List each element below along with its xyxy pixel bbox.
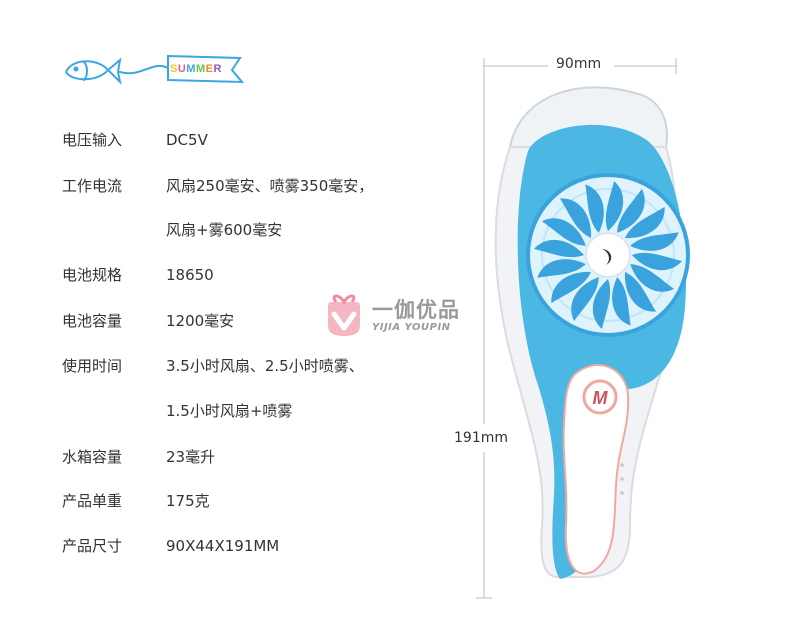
- spec-value: 1.5小时风扇+喷雾: [166, 402, 293, 420]
- fan-blade: [571, 277, 599, 322]
- fan-blade: [592, 279, 611, 329]
- spec-value: 风扇250毫安、喷雾350毫安，: [166, 177, 374, 195]
- fan-blade: [630, 232, 679, 251]
- spec-value: 3.5小时风扇、2.5小时喷雾、: [166, 357, 364, 375]
- fan-blade: [585, 184, 604, 233]
- fan-blade: [624, 206, 665, 239]
- mode-button-label[interactable]: M: [593, 388, 609, 408]
- fan-blade: [612, 277, 631, 326]
- fan-blade: [630, 264, 675, 292]
- fan-blades: [534, 181, 682, 329]
- banner-letter: U: [177, 63, 187, 75]
- fan-blade: [632, 252, 682, 271]
- spec-value: 175克: [166, 492, 210, 510]
- spec-label: 使用时间: [62, 357, 123, 375]
- fish-summer-decoration: [64, 54, 245, 86]
- banner-letter: M: [186, 63, 196, 75]
- fan-blade: [541, 218, 586, 246]
- mist-nozzle-icon: [602, 249, 612, 265]
- fan-blade: [559, 198, 592, 239]
- banner-letter: M: [195, 63, 206, 75]
- mist-nozzle-hub: [585, 232, 631, 278]
- spec-label: 产品单重: [62, 492, 123, 510]
- handle-front-panel: [562, 364, 630, 575]
- width-dimension-label: 90mm: [556, 56, 602, 72]
- spec-value: 23毫升: [166, 448, 216, 466]
- spec-label: 电池规格: [62, 266, 123, 284]
- banner-letter: E: [205, 63, 214, 75]
- spec-label: 工作电流: [62, 177, 123, 195]
- spec-label: 产品尺寸: [62, 537, 123, 555]
- gift-logo-icon: [328, 294, 360, 336]
- fan-blade: [537, 259, 586, 278]
- watermark-brand-en: YIJIA YOUPIN: [372, 322, 451, 333]
- banner-letter: S: [170, 63, 178, 75]
- banner-letter: R: [213, 63, 222, 75]
- spec-value: 90X44X191MM: [166, 537, 280, 555]
- fan-blade: [624, 271, 657, 312]
- handheld-fan-illustration: M: [494, 86, 690, 579]
- spec-label: 电池容量: [62, 312, 123, 330]
- height-dimension-label: 191mm: [454, 430, 508, 446]
- fan-blade: [534, 239, 584, 258]
- mode-button: [582, 379, 618, 415]
- fan-blade: [617, 188, 645, 233]
- spec-value: DC5V: [166, 131, 208, 149]
- spec-label: 电压输入: [62, 131, 123, 149]
- watermark-brand-cn: 一伽优品: [372, 298, 460, 322]
- spec-value: 风扇+雾600毫安: [166, 221, 283, 239]
- spec-value: 18650: [166, 266, 214, 284]
- spec-label: 水箱容量: [62, 448, 123, 466]
- banner-flag-icon: [167, 54, 245, 84]
- spec-value: 1200毫安: [166, 312, 235, 330]
- fan-blade: [551, 271, 592, 304]
- fan-blade: [605, 181, 624, 231]
- summer-banner-text: SUMMER: [170, 63, 222, 75]
